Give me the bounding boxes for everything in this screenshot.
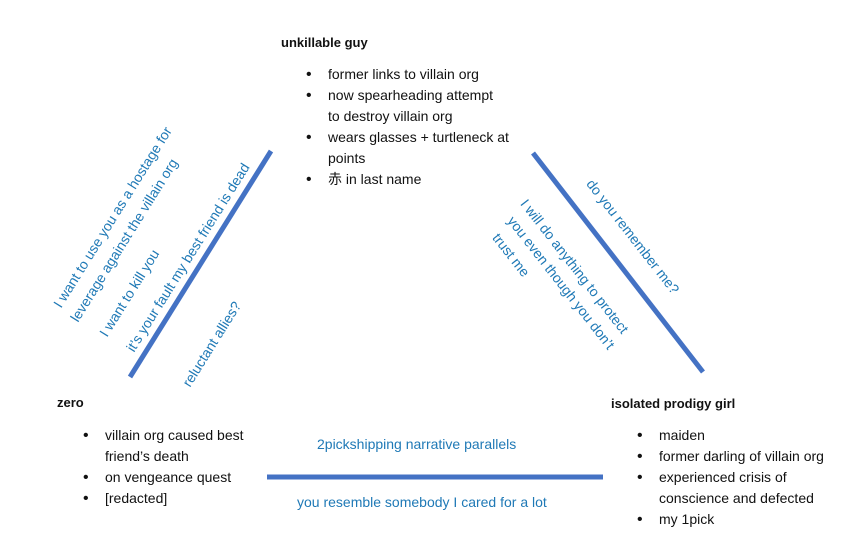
bullet-item: former links to villain org [304,64,544,85]
node-title-zero: zero [57,395,84,410]
edge-label-below: you resemble somebody I cared for a lot [297,494,547,510]
bullet-item: maiden [635,425,850,446]
edge-label-above: 2pickshipping narrative parallels [317,436,517,452]
bullet-item: former darling of villain org [635,446,850,467]
node-bullets-isolated-prodigy-girl: maidenformer darling of villain orgexper… [635,425,850,530]
bullet-item: [redacted] [81,488,271,509]
bullet-item: my 1pick [635,509,850,530]
edge-zero-unkillable [127,149,274,379]
node-bullets-unkillable-guy: former links to villain orgnow spearhead… [304,64,544,190]
edge-unkillable-prodigy [531,151,705,374]
node-title-isolated-prodigy-girl: isolated prodigy girl [611,396,736,411]
bullet-item: 赤 in last name [304,169,544,190]
bullet-item: on vengeance quest [81,467,271,488]
node-title-unkillable-guy: unkillable guy [281,35,368,50]
